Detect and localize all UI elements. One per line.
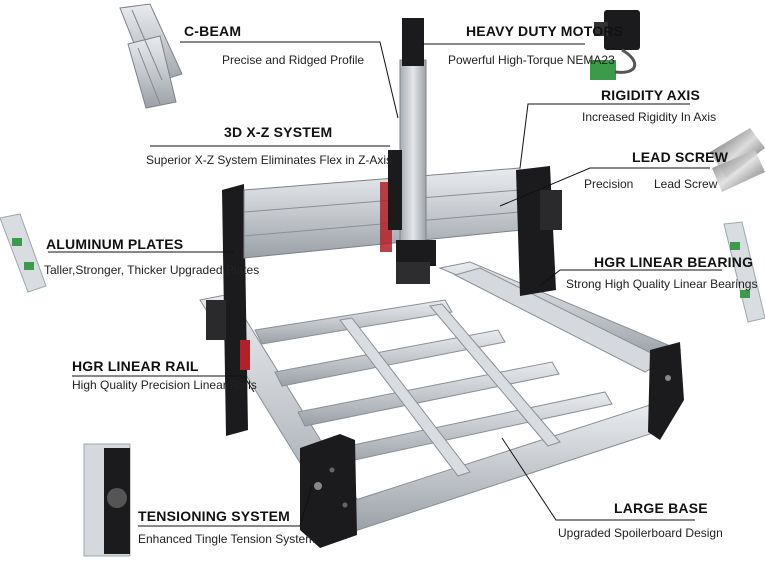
aluminum-plates-title: ALUMINUM PLATES [46, 236, 184, 252]
front-left-plate [300, 434, 357, 548]
right-gantry-plate [516, 166, 556, 296]
large-base-subtitle: Upgraded Spoilerboard Design [558, 526, 723, 540]
hgr-rail-subtitle: High Quality Precision Linear Rails [72, 378, 257, 392]
base-slat [339, 317, 471, 477]
hgr-rail-title: HGR LINEAR RAIL [72, 358, 199, 374]
tensioning-subtitle: Enhanced Tingle Tension System [138, 532, 316, 546]
hgr-bearing-subtitle: Strong High Quality Linear Bearings [566, 277, 758, 291]
linear-bearing-thumbnail [723, 221, 765, 323]
motors-subtitle: Powerful High-Torque NEMA23 [448, 53, 615, 67]
c-beam-thumbnail [119, 3, 183, 109]
aluminum-plates-subtitle: Taller,Stronger, Thicker Upgraded Plates [44, 263, 260, 277]
hgr-bearing-title: HGR LINEAR BEARING [594, 254, 754, 270]
rigidity-title: RIGIDITY AXIS [601, 87, 701, 103]
c-beam-title: C-BEAM [184, 23, 242, 39]
base-slat [429, 303, 561, 447]
tensioning-title: TENSIONING SYSTEM [138, 508, 290, 524]
z-motor [402, 18, 424, 66]
large-base-title: LARGE BASE [614, 500, 708, 516]
xz-system-subtitle: Superior X-Z System Eliminates Flex in Z… [146, 153, 393, 167]
lead-screw-subtitle-left: Precision [584, 177, 634, 191]
xz-system-title: 3D X-Z SYSTEM [224, 124, 333, 140]
left-gantry-plate [222, 184, 248, 436]
motor-thumbnail [590, 10, 640, 80]
front-right-plate [648, 342, 684, 440]
rigidity-subtitle: Increased Rigidity In Axis [582, 110, 717, 124]
c-beam-subtitle: Precise and Ridged Profile [222, 53, 365, 67]
leader-lines [48, 41, 722, 527]
motors-title: HEAVY DUTY MOTORS [466, 23, 624, 39]
lead-screw-title: LEAD SCREW [632, 149, 729, 165]
lead-screw-subtitle-right: Lead Screw [654, 177, 718, 191]
cross-member [274, 329, 506, 387]
aluminum-plates-thumbnail [0, 213, 47, 293]
tensioning-thumbnail [83, 443, 131, 557]
lead-screw-thumbnail [710, 128, 765, 192]
